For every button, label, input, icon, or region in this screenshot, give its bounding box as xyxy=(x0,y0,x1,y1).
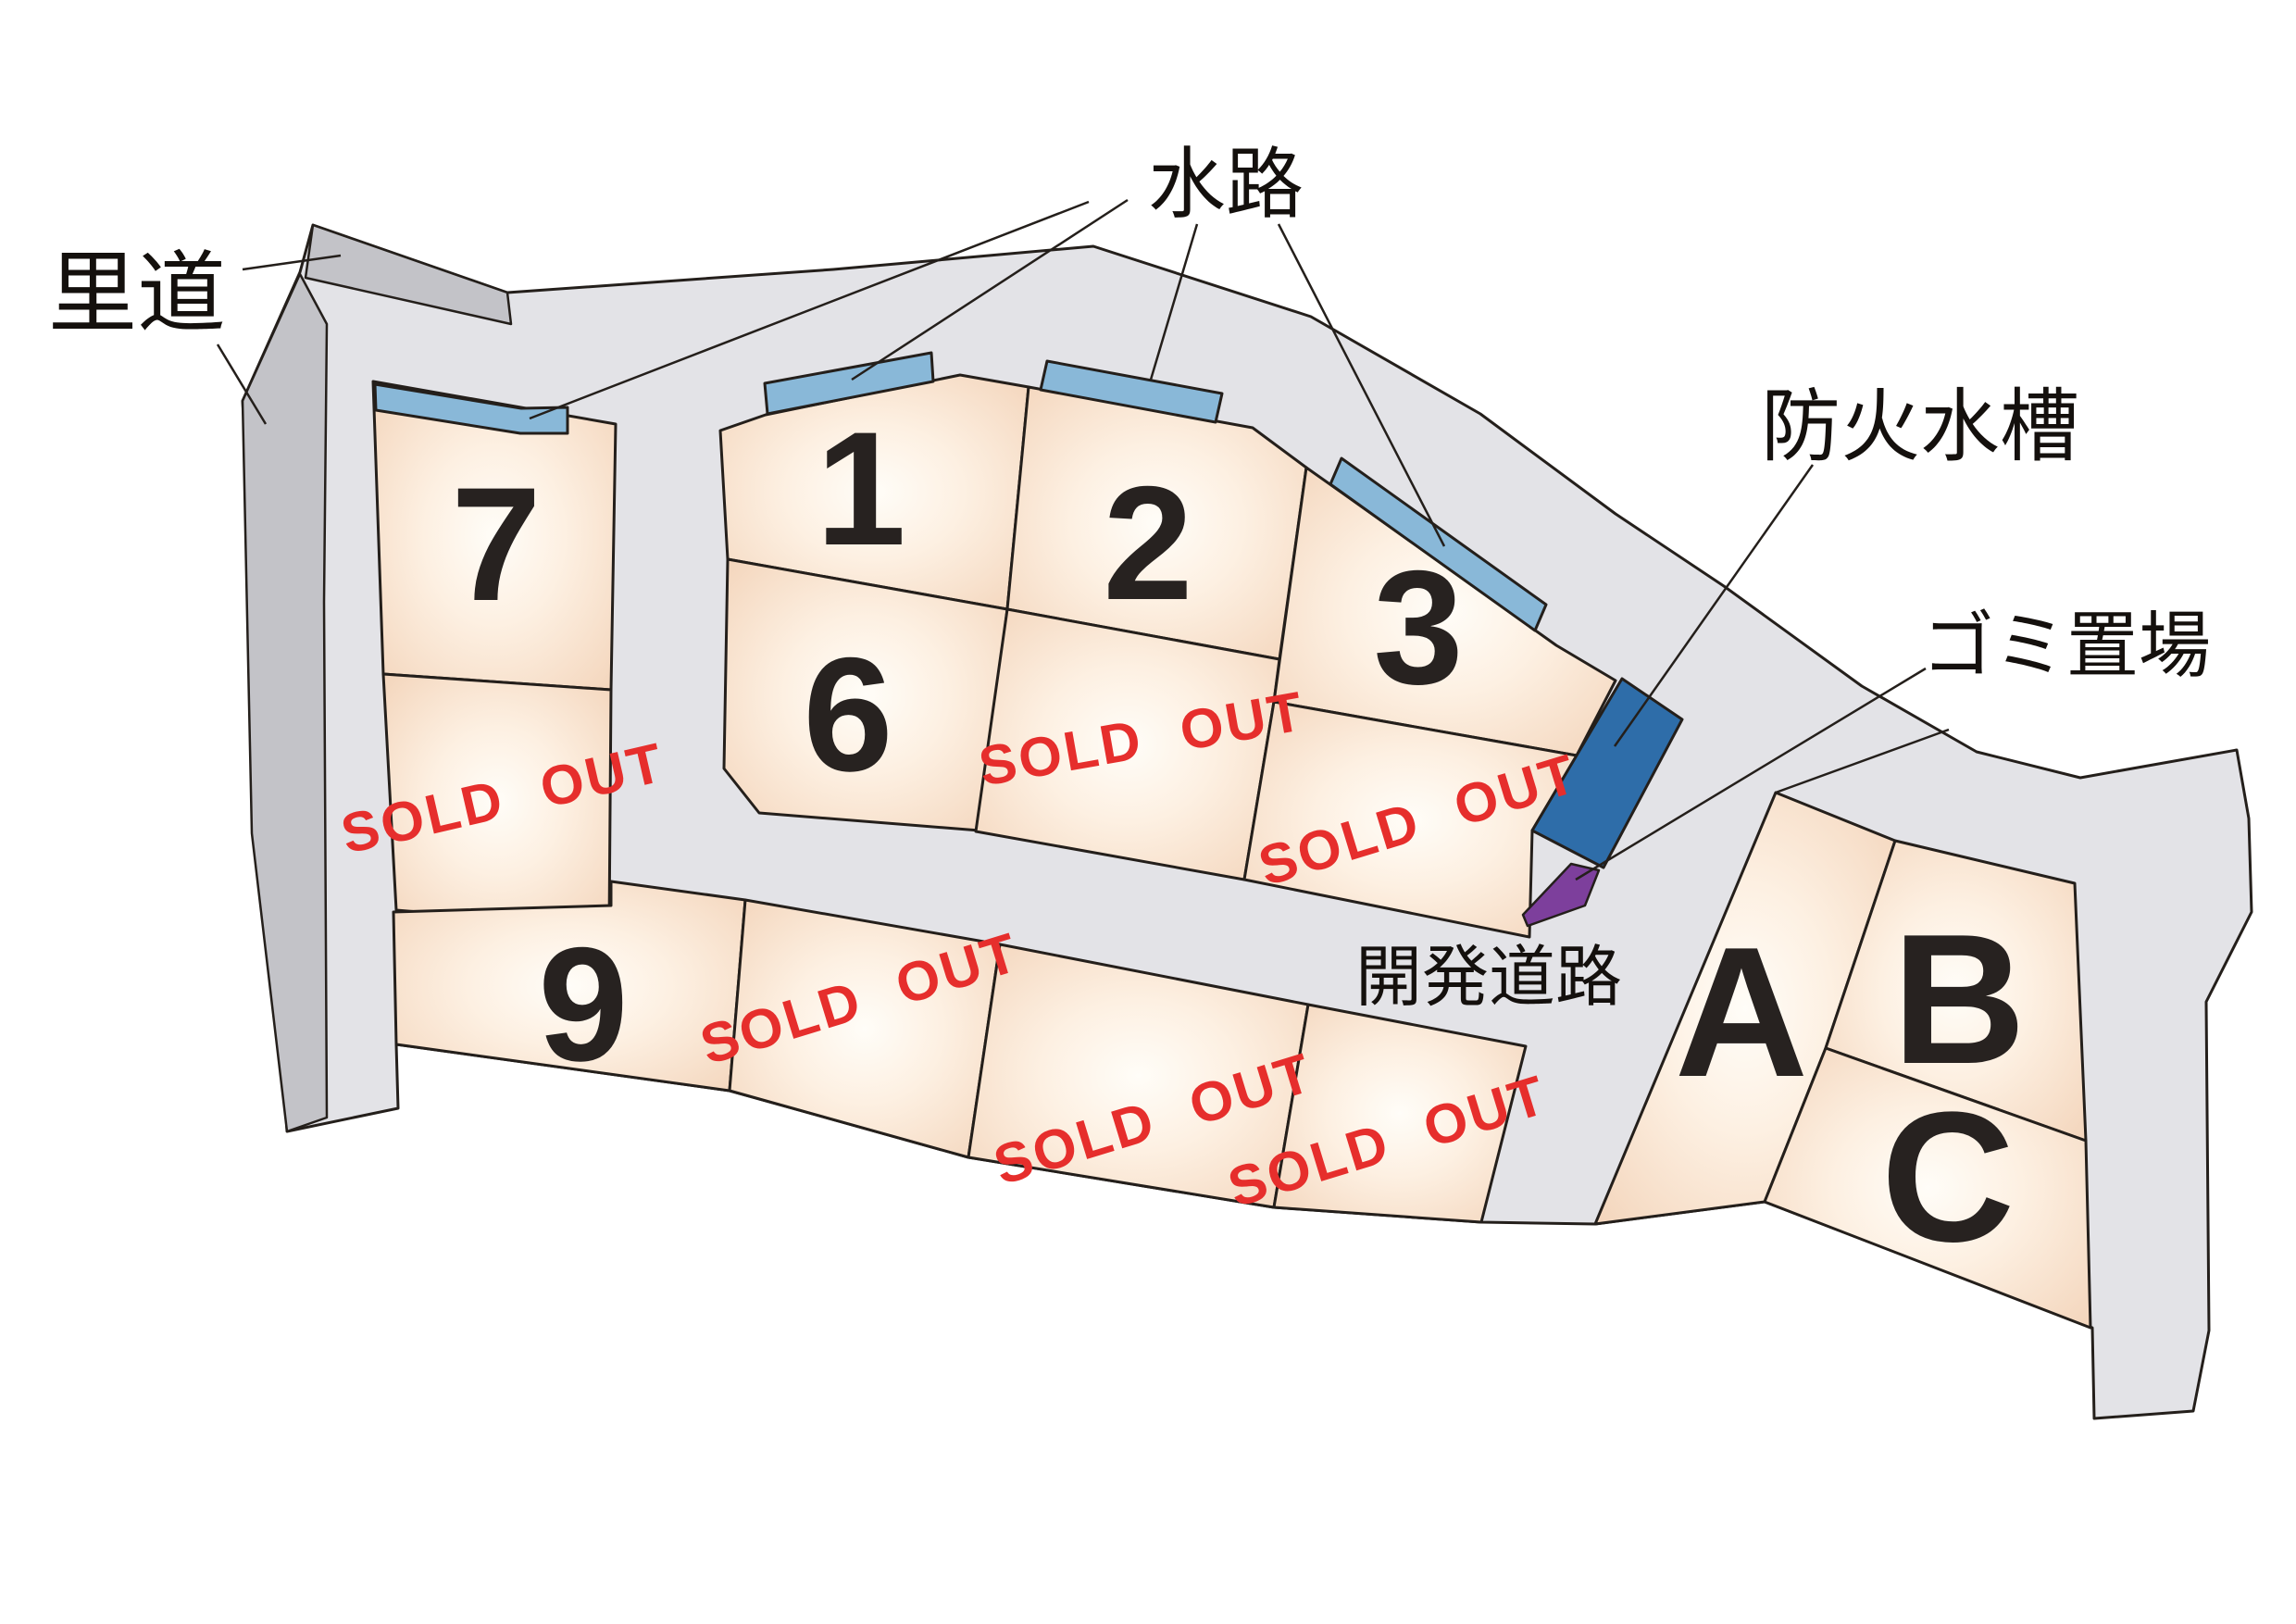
suiro-label: 水路 xyxy=(1148,139,1304,230)
boka-suiso-label: 防火水槽 xyxy=(1761,381,2079,473)
lot-9-number: 9 xyxy=(538,915,628,1095)
boka-suiso-leader-line xyxy=(1613,464,1815,747)
rido-left-strip xyxy=(241,272,329,1133)
lot-1-number: 1 xyxy=(816,399,905,580)
lot-6-region xyxy=(722,557,1009,832)
waterway-strip-lot2 xyxy=(1039,359,1224,424)
lot-B-letter: B xyxy=(1892,896,2026,1103)
lot-2-number: 2 xyxy=(1103,454,1192,634)
suiro-leader-line-1 xyxy=(529,200,1090,420)
lot-7-number: 7 xyxy=(451,455,541,635)
lot-6-number: 6 xyxy=(803,625,892,806)
fire-tank xyxy=(1530,677,1684,869)
suiro-leader-line-4 xyxy=(1277,223,1446,547)
lot-A-letter: A xyxy=(1675,909,1808,1116)
gomi-okiba-label: ゴミ置場 xyxy=(1922,605,2211,688)
suiro-leader-line-2 xyxy=(851,198,1129,381)
sold-lot-below-3 xyxy=(1242,700,1578,939)
road-boundary-line xyxy=(1775,728,1950,794)
kaihatsu-doro-label: 開発道路 xyxy=(1355,938,1622,1016)
lot-3-number: 3 xyxy=(1373,538,1463,718)
rido-leader-line-1 xyxy=(242,254,342,271)
rido-leader-line-2 xyxy=(216,344,268,425)
waterway-strip-lot3 xyxy=(1329,456,1548,632)
lot-C-region xyxy=(1763,1046,2092,1330)
sold-lot-lower-3 xyxy=(1272,1003,1528,1224)
suiro-leader-line-3 xyxy=(1149,223,1199,381)
waterway-strip-lot7 xyxy=(373,382,569,435)
lot-C-letter: C xyxy=(1881,1074,2015,1280)
gomi-okiba-leader-line xyxy=(1575,667,1927,881)
rido-label: 里道 xyxy=(48,242,226,345)
